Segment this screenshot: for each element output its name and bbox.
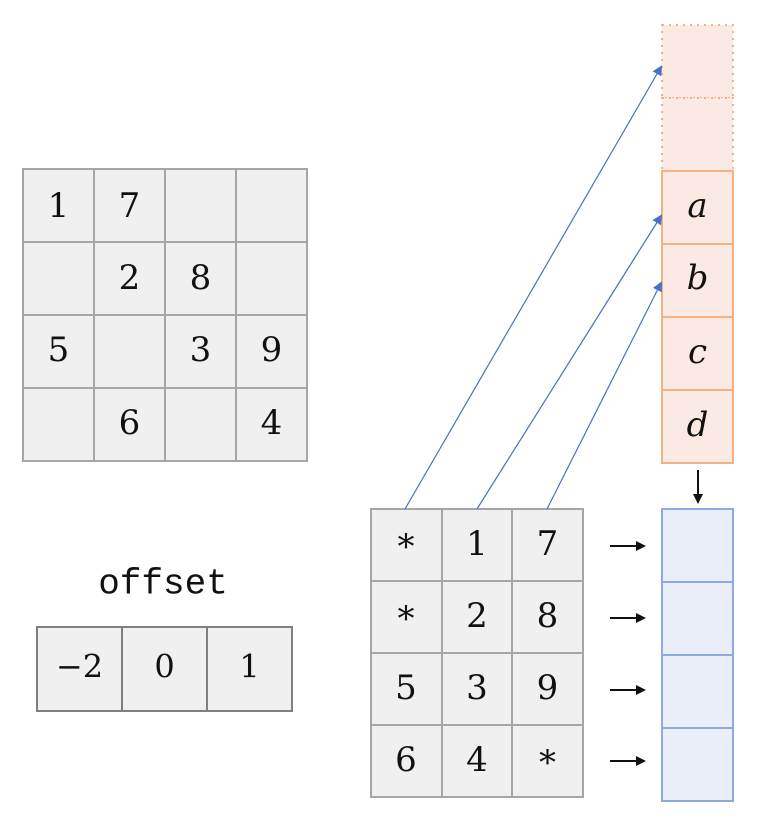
offset-cell-0: −2: [56, 648, 103, 686]
x-vector-entry-b: b: [687, 258, 709, 298]
x-vector-entry-c: c: [688, 332, 707, 372]
x-padding-cell-0: [661, 24, 734, 99]
dia-cell-1-0: *: [398, 599, 415, 639]
offset-array-background: [37, 627, 292, 711]
y-vector-grid: [661, 508, 734, 802]
sparse-cell-2-0: 5: [48, 330, 70, 370]
dia-cell-1-2: 8: [537, 596, 559, 636]
sparse-cell-0-1: 7: [119, 186, 141, 226]
sparse-matrix-cells: 1 7 2 8 5 3 9 6 4: [48, 186, 283, 443]
offset-cell-1: 0: [154, 648, 174, 686]
dia-cell-3-1: 4: [466, 740, 488, 780]
x-vector-entry-d: d: [687, 405, 709, 445]
sparse-cell-1-2: 8: [190, 258, 212, 298]
dia-cell-0-2: 7: [537, 524, 559, 564]
offset-label: offset: [98, 564, 228, 605]
sparse-cell-0-0: 1: [48, 186, 70, 226]
arrow-diag-0: [476, 214, 663, 510]
dia-cell-0-0: *: [398, 527, 415, 567]
dia-cell-3-0: 6: [395, 740, 417, 780]
arrow-diag-minus2: [404, 65, 663, 510]
sparse-matrix-grid: [22, 168, 308, 462]
dia-cell-0-1: 1: [466, 524, 488, 564]
sparse-cell-3-1: 6: [119, 403, 141, 443]
dia-cell-2-2: 9: [537, 668, 559, 708]
dia-data-grid: [370, 508, 584, 798]
x-padding-cell-1: [661, 97, 734, 172]
dia-cell-2-0: 5: [395, 668, 417, 708]
sparse-cell-2-2: 3: [190, 330, 212, 370]
dia-cell-1-1: 2: [466, 596, 488, 636]
sparse-cell-3-3: 4: [261, 403, 283, 443]
offset-cell-2: 1: [239, 648, 259, 686]
x-vector-grid: [661, 170, 734, 464]
sparse-cell-1-1: 2: [119, 258, 141, 298]
dia-cell-3-2: *: [539, 743, 556, 783]
offset-array-grid: [36, 626, 293, 712]
dia-data-matrix: * 1 7 * 2 8 5 3 9 6 4 *: [370, 508, 584, 798]
sparse-cell-2-3: 9: [261, 330, 283, 370]
row-to-y-arrows: [610, 470, 703, 766]
offset-array: −2 0 1: [36, 626, 293, 712]
x-vector: a b c d: [661, 170, 734, 464]
x-vector-entry-a: a: [687, 186, 707, 226]
arrow-diag-1: [546, 281, 662, 510]
x-vector-padding: [661, 24, 734, 172]
sparse-matrix: 1 7 2 8 5 3 9 6 4: [22, 168, 308, 462]
dia-cell-2-1: 3: [466, 668, 488, 708]
diagonal-offset-arrows: [404, 65, 663, 510]
y-vector: [661, 508, 734, 802]
